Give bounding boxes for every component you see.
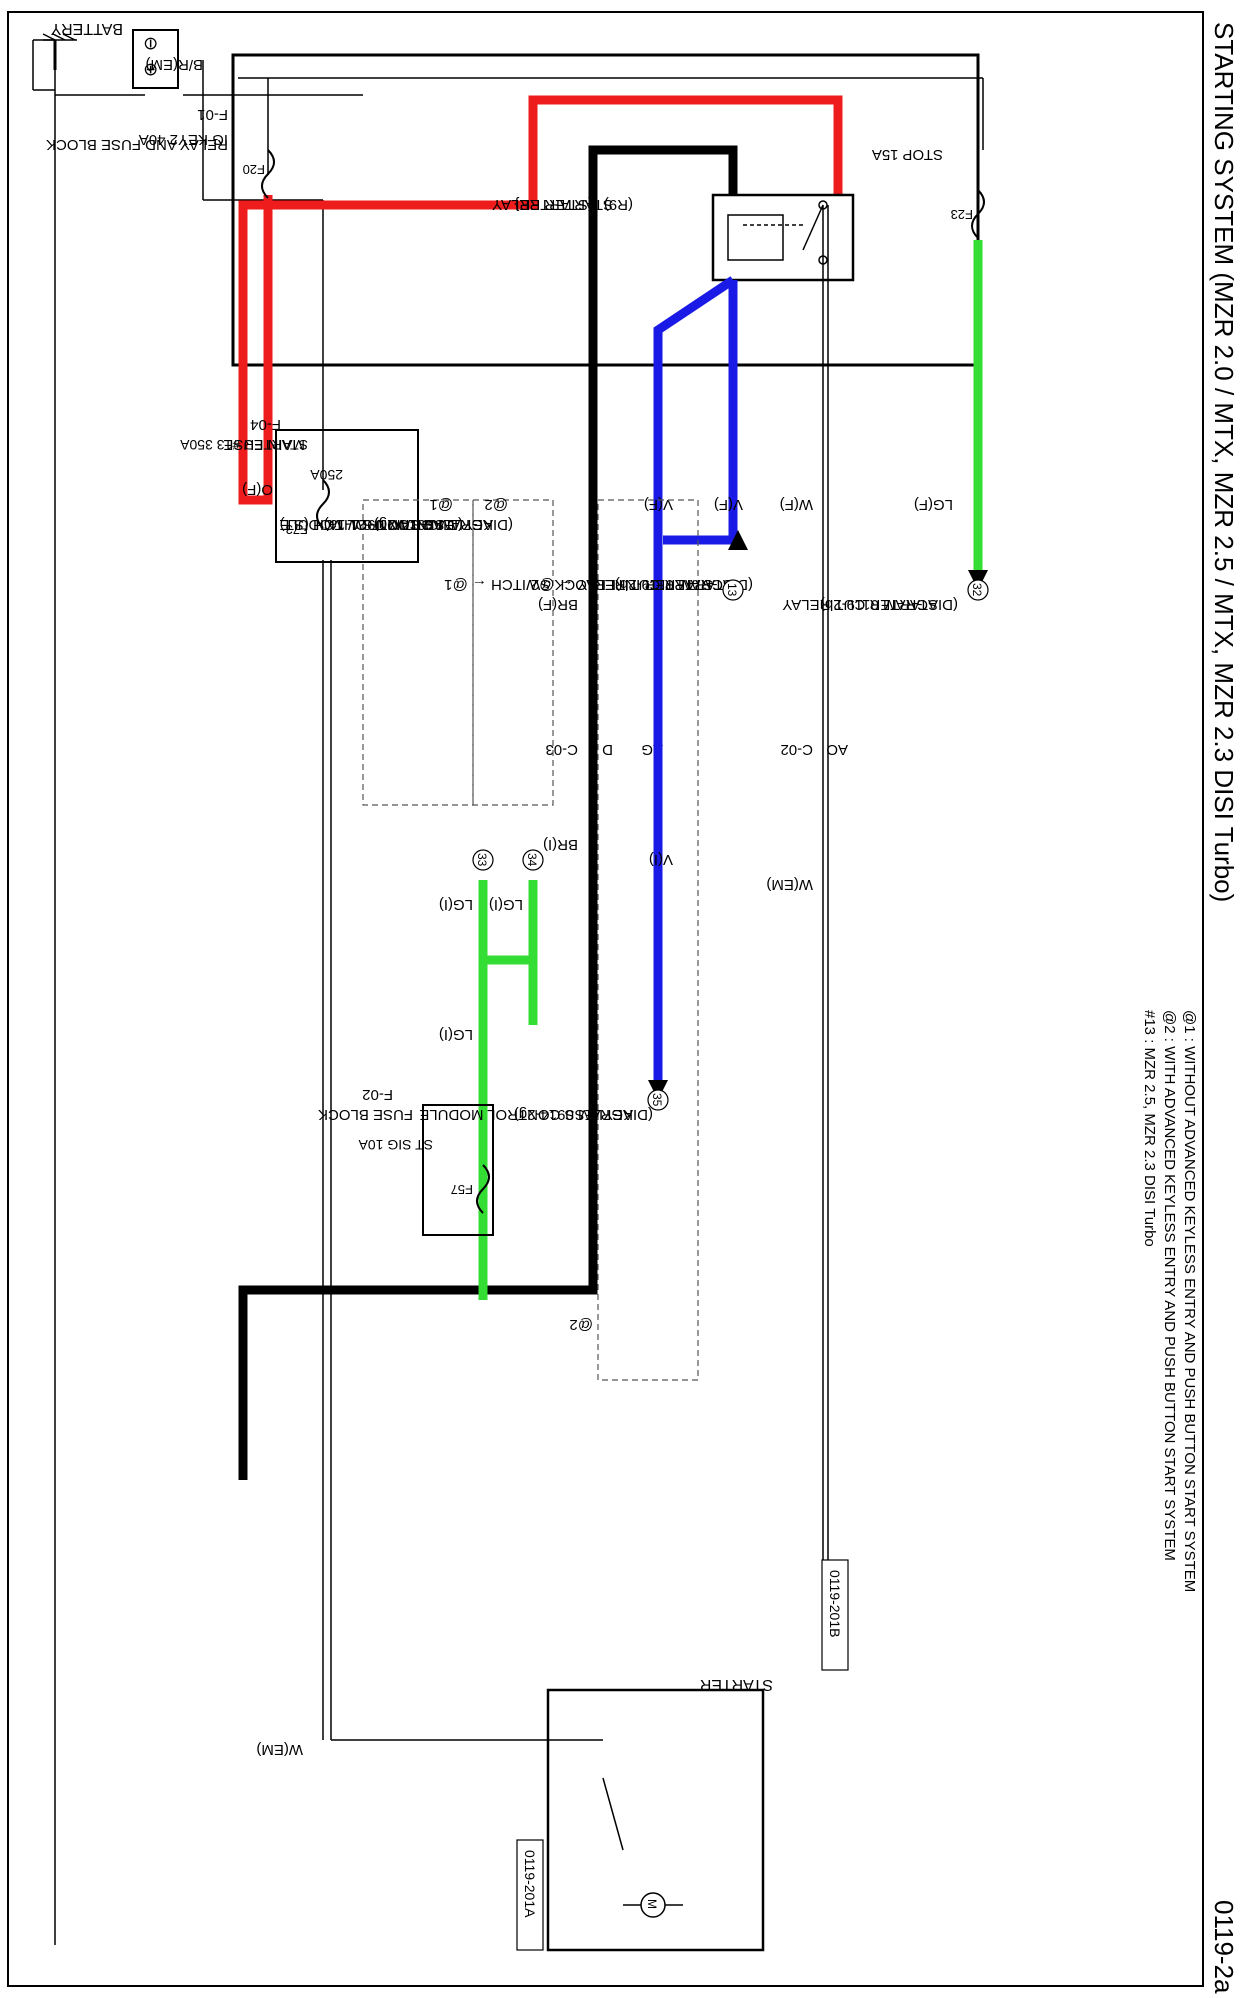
connector-ao: AO	[826, 741, 848, 758]
battery-label: BATTERY	[50, 20, 123, 37]
kcm-diagram: (DIAGRAM 0914-2g)	[374, 516, 513, 533]
wire-lg-i-2: LG(I)	[489, 896, 523, 913]
stop-fuse	[971, 189, 985, 239]
fuse-block-f02	[422, 1104, 494, 1236]
fuse-block-name: FUSE BLOCK	[318, 1106, 413, 1123]
wire-lg-f: LG(F)	[914, 496, 953, 513]
relay-ref: (R9)	[604, 196, 633, 213]
main-fuse-name: MAIN FUSE	[223, 436, 305, 453]
starter-interlock-label: STARTER INTERLOCK SWITCH ← @1	[444, 576, 713, 593]
wire-br-f: BR(F)	[538, 596, 578, 613]
ig-key2-fuse	[261, 149, 275, 199]
st-sig-fuse	[476, 1164, 490, 1214]
circle-32: 32	[970, 583, 984, 597]
stop-fuse-ref: F23	[951, 207, 973, 222]
marker-at2-b: @2	[569, 1316, 593, 1333]
wire-lg-i-3: LG(I)	[439, 1026, 473, 1043]
wire-lg-i-1: LG(I)	[439, 896, 473, 913]
main-fuse-code: F-04	[250, 416, 281, 433]
note-2: @2 : WITH ADVANCED KEYLESS ENTRY AND PUS…	[1161, 1010, 1178, 1561]
main-fuse-block	[275, 429, 419, 563]
circle-13: 13	[725, 583, 739, 597]
marker-at1: @1	[429, 496, 453, 513]
starter-label: STARTER	[700, 1676, 773, 1693]
kcm-title: KEYLESS CONTROL MODULE	[279, 516, 493, 533]
note-3: #13 : MZR 2.5, MZR 2.3 DISI Turbo	[1141, 1010, 1158, 1247]
connector-d: D	[602, 741, 613, 758]
wire-v-f-2: V(F)	[644, 496, 673, 513]
wire-w-em-top: W(EM)	[256, 1741, 303, 1758]
starter-cut-relay: STARTER CUT RELAY	[782, 596, 938, 613]
battery-neg-symbol: ⊖	[141, 36, 161, 51]
connector-c02: C-02	[780, 741, 813, 758]
fuse-block-fuse: ST SIG 10A	[358, 1137, 433, 1153]
starter-ref-a: 0119-201A	[522, 1850, 538, 1918]
fuse-block-ref: F57	[451, 1182, 473, 1197]
diagram-title: STARTING SYSTEM (MZR 2.0 / MTX, MZR 2.5 …	[1209, 22, 1239, 902]
circle-34: 34	[525, 853, 539, 867]
motor-symbol: M	[645, 1899, 659, 1909]
main-fuse-ref: F73	[286, 522, 308, 537]
ignition-switch-diagram: (DIAGRAM 0921-1a)	[324, 516, 463, 533]
connector-c03: C-03	[545, 741, 578, 758]
starter-ref-a-box	[516, 1839, 544, 1951]
wire-w-em-mid: W(EM)	[766, 876, 813, 893]
starter-ref-b: 0119-201B	[827, 1570, 843, 1637]
diagram-frame	[7, 11, 1204, 1987]
relay-block-connector: F-01	[197, 106, 228, 123]
marker-at2: @2	[484, 496, 508, 513]
wire-w-f: W(F)	[780, 496, 813, 513]
relay-name: STARTER RELAY	[492, 196, 613, 213]
starter-ref-b-box	[821, 1559, 849, 1671]
starter	[546, 1688, 765, 1952]
ig-key2-ref: F20	[243, 162, 265, 177]
main-fuse-250: 250A	[310, 467, 343, 483]
note-1: @1 : WITHOUT ADVANCED KEYLESS ENTRY AND …	[1181, 1010, 1198, 1592]
page-code: 0119-2a	[1209, 1900, 1239, 1994]
relay-fuse-block	[231, 53, 980, 367]
wire-v-i: V(I)	[649, 851, 673, 868]
stop-fuse-label: STOP 15A	[872, 146, 943, 163]
wire-o-f: O(F)	[242, 481, 273, 498]
ignition-switch-title: IGNITION SWITCH (ST)	[280, 516, 443, 533]
wire-v-f-1: V(F)	[714, 496, 743, 513]
kcm2-title: KEYLESS CONTROL MODULE	[419, 1106, 633, 1123]
circle-35: 35	[650, 1093, 664, 1107]
circle-33: 33	[475, 853, 489, 867]
wire-br-em: B/R(EM)	[146, 56, 204, 73]
starter-cut-relay-mid-diagram: (DIAGRAM 0119-2b)	[615, 576, 753, 593]
battery-pos-symbol: ⊕	[141, 62, 161, 77]
kcm2-diagram: (DIAGRAM 0914-2g)	[514, 1106, 653, 1123]
starter-cut-relay-diagram: (DIAGRAM 0119-2b)	[820, 596, 958, 613]
relay-block-name: RELAY AND FUSE BLOCK	[46, 136, 228, 153]
ig-key2-label: IG KEY2 40A	[139, 131, 228, 148]
wire-br-i: BR(I)	[543, 836, 578, 853]
starter-cut-relay-mid: STARTER CUT RELAY ← @2	[531, 576, 733, 593]
relay-sub: {STARTER}	[514, 196, 593, 213]
main-fuse-350: STARTER #13 350A	[179, 437, 308, 453]
fuse-block-code: F-02	[362, 1086, 393, 1103]
v-f-arrow	[728, 530, 748, 550]
main-fuse-symbol	[316, 479, 330, 529]
battery	[132, 29, 179, 89]
